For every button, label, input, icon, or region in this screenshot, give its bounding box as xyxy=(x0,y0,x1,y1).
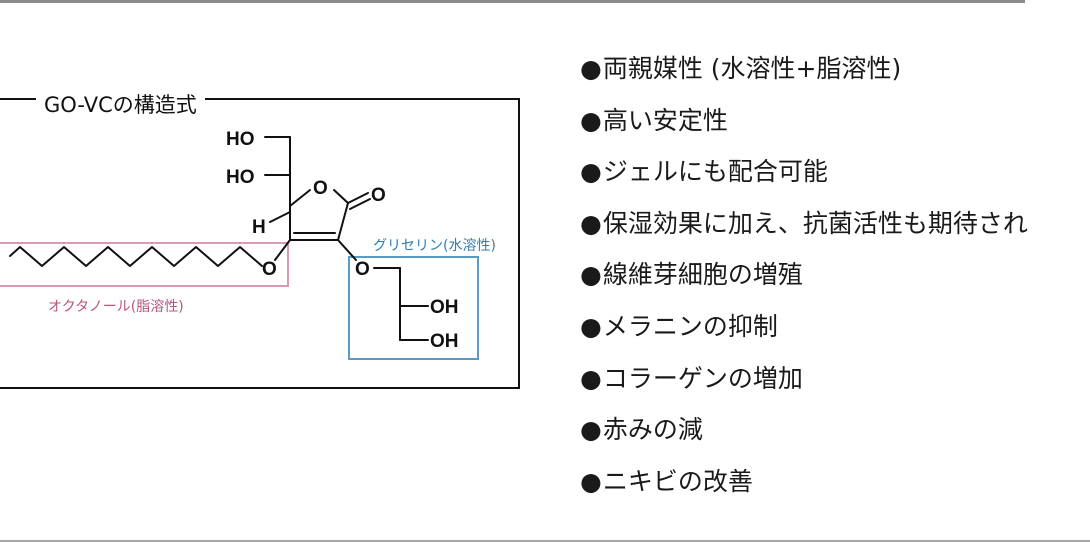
atom-ether-oxygen-left: O xyxy=(262,259,277,280)
atom-oh-top: OH xyxy=(430,297,459,318)
bullet-icon: ● xyxy=(580,466,602,496)
glycerin-highlight-box xyxy=(348,256,479,360)
feature-text: メラニンの抑制 xyxy=(602,311,778,341)
bullet-icon: ● xyxy=(580,363,602,393)
feature-item: ●高い安定性 xyxy=(580,100,1028,152)
feature-text: 線維芽細胞の増殖 xyxy=(602,260,803,290)
atom-oh-bottom: OH xyxy=(430,331,459,352)
bullet-icon: ● xyxy=(580,105,602,135)
octanol-highlight-box xyxy=(0,242,289,287)
feature-text: 両親媒性 (水溶性+脂溶性) xyxy=(602,54,902,83)
structure-frame xyxy=(0,98,520,389)
atom-ho-mid: HO xyxy=(226,167,255,188)
feature-text: ニキビの改善 xyxy=(602,466,753,496)
bullet-icon: ● xyxy=(580,157,602,187)
feature-list: ●両親媒性 (水溶性+脂溶性) ●高い安定性 ●ジェルにも配合可能 ●保湿効果に… xyxy=(580,48,1028,512)
feature-item: ●保湿効果に加え、抗菌活性も期待され xyxy=(580,203,1028,255)
atom-ether-oxygen-right: O xyxy=(355,259,370,280)
octanol-label: オクタノール(脂溶性) xyxy=(48,299,184,315)
feature-item: ●赤みの減 xyxy=(580,409,1028,461)
feature-text: 保湿効果に加え、抗菌活性も期待され xyxy=(602,208,1028,238)
molecule-structure: HO HO O O H O O OH OH xyxy=(9,129,459,352)
feature-item: ●コラーゲンの増加 xyxy=(580,358,1028,410)
feature-text: 高い安定性 xyxy=(602,105,728,135)
top-rule xyxy=(0,0,1025,3)
feature-item: ●線維芽細胞の増殖 xyxy=(580,254,1028,306)
atom-ho-top: HO xyxy=(226,129,255,150)
bullet-icon: ● xyxy=(580,54,602,83)
glycerin-label: グリセリン(水溶性) xyxy=(373,238,496,254)
feature-text: ジェルにも配合可能 xyxy=(602,157,828,187)
bottom-rule xyxy=(0,540,1090,542)
feature-item: ●メラニンの抑制 xyxy=(580,306,1028,358)
feature-text: コラーゲンの増加 xyxy=(602,363,803,393)
bullet-icon: ● xyxy=(580,260,602,290)
atom-carbonyl-oxygen: O xyxy=(371,185,386,206)
bullet-icon: ● xyxy=(580,208,602,238)
feature-item: ●両親媒性 (水溶性+脂溶性) xyxy=(580,48,1028,100)
feature-item: ●ニキビの改善 xyxy=(580,461,1028,513)
structure-title: GO-VCの構造式 xyxy=(36,92,205,118)
feature-text: 赤みの減 xyxy=(602,415,703,445)
atom-ring-oxygen: O xyxy=(313,178,328,199)
bullet-icon: ● xyxy=(580,415,602,445)
bullet-icon: ● xyxy=(580,311,602,341)
feature-item: ●ジェルにも配合可能 xyxy=(580,151,1028,203)
atom-hydrogen: H xyxy=(252,217,266,238)
